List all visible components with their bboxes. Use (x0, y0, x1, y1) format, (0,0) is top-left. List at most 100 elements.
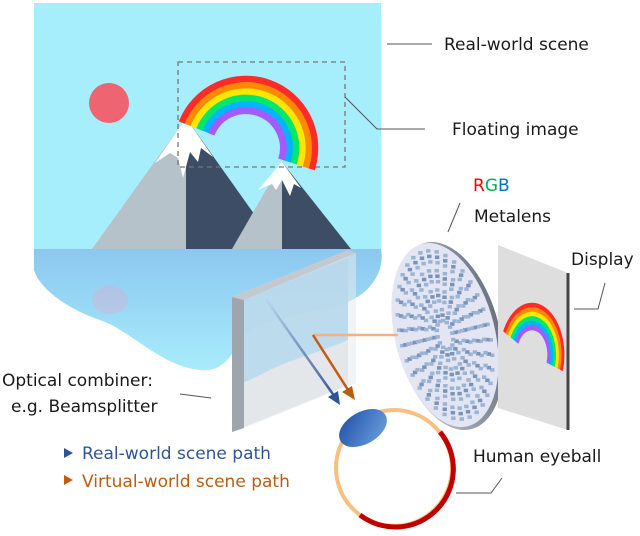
rainbow-display (503, 302, 565, 372)
metalens-pillar (419, 256, 425, 261)
metalens-pillar (398, 300, 404, 305)
metalens-pillar (402, 315, 407, 320)
metalens-pillar (455, 371, 460, 375)
metalens-pillar (456, 350, 461, 355)
metalens-pillar (463, 359, 468, 364)
metalens-pillar (418, 251, 423, 255)
rainbow-band (190, 88, 306, 167)
metalens-pillar (437, 319, 443, 324)
metalens-pillar (472, 405, 477, 410)
metalens-pillar (430, 295, 435, 299)
metalens-pillar (413, 260, 418, 265)
metalens-pillar (436, 299, 442, 303)
metalens-pillar (456, 386, 461, 390)
metalens-pillar (468, 280, 473, 284)
metalens-pillar (460, 269, 465, 273)
metalens-pillar (442, 394, 448, 399)
metalens-pillar (461, 338, 466, 343)
metalens-pillar (475, 363, 480, 368)
metalens-pillar (446, 311, 451, 315)
metalens-pillar (439, 307, 445, 312)
metalens-pillar (424, 327, 429, 332)
metalens-pillar (465, 298, 470, 302)
metalens-pillar (433, 309, 439, 313)
metalens-pillar (482, 389, 487, 394)
metalens-pillar (432, 335, 437, 340)
metalens-pillar (462, 328, 468, 332)
metalens-pillar (430, 371, 435, 376)
rainbow-band (510, 316, 557, 367)
metalens-pillar (402, 302, 407, 307)
metalens-pillar (421, 261, 426, 266)
metalens-pillar (435, 335, 440, 339)
metalens-pillar (415, 367, 420, 372)
metalens-pillar (471, 310, 476, 315)
metalens-pillar (448, 367, 454, 371)
metalens-pillar (435, 383, 440, 388)
metalens-pillar (465, 350, 470, 354)
metalens-pillar (483, 350, 488, 355)
metalens-pillar (469, 370, 475, 375)
label-human-eyeball: Human eyeball (473, 447, 601, 467)
metalens-pillar (443, 365, 448, 370)
metalens-pillar (400, 328, 405, 333)
metalens-pillar (482, 323, 487, 327)
metalens-pillar (479, 353, 484, 358)
metalens-pillar (447, 325, 453, 329)
metalens-pillar (445, 316, 450, 320)
metalens-pillar (406, 342, 411, 346)
metalens-pillar (475, 324, 481, 329)
metalens-pillar (426, 269, 432, 273)
metalens-pillar (400, 273, 405, 277)
metalens-pillar (428, 289, 433, 294)
metalens-pillar (398, 314, 404, 318)
metalens-pillar (443, 253, 448, 258)
rainbow-band (208, 107, 287, 161)
metalens-pillar (467, 415, 472, 419)
metalens-pillar (483, 363, 488, 368)
sun-reflection (92, 286, 128, 314)
metalens-pillar (426, 349, 431, 353)
metalens-pillar (442, 412, 447, 417)
metalens-pillar (428, 274, 433, 279)
metalens-pillar (457, 376, 462, 381)
legend: Real-world scene path Virtual-world scen… (0, 444, 290, 492)
metalens-pillar (465, 393, 471, 398)
metalens-pillar (419, 303, 424, 307)
metalens-pillar (455, 294, 460, 299)
metalens-pillar (415, 265, 420, 270)
metalens-pillar (474, 410, 479, 415)
metalens-pillar (470, 298, 475, 303)
metalens-pillar (465, 409, 471, 414)
leader-metalens (447, 202, 461, 233)
metalens-pillar (458, 273, 464, 277)
metalens-pillar (425, 310, 430, 315)
metalens-pillar (434, 388, 440, 392)
metalens-pillar (397, 328, 402, 332)
rainbow-band (505, 307, 562, 370)
mountain-small-dark (282, 162, 351, 249)
metalens-pillar (442, 277, 448, 281)
metalens-pillar (453, 347, 458, 351)
metalens-pillar (432, 300, 437, 304)
metalens-pillar (475, 338, 480, 343)
metalens-pillar (468, 352, 473, 357)
metalens-pillar (436, 378, 441, 383)
metalens-pillar (434, 255, 440, 260)
metalens-pillar (459, 317, 464, 321)
metalens-pillar (443, 258, 448, 263)
metalens-pillar (429, 315, 434, 320)
metalens-pillar (479, 324, 484, 328)
metalens-pillar (435, 274, 440, 279)
leader-display (574, 282, 606, 310)
sun (89, 83, 129, 123)
metalens-pillar (442, 290, 447, 294)
metalens-pillar (435, 323, 440, 327)
metalens-pillar (445, 358, 451, 363)
metalens-pillar (429, 280, 434, 284)
metalens-pillar (435, 344, 440, 348)
metalens-pillar (450, 322, 455, 326)
metalens-pillar (425, 299, 430, 304)
metalens-pillar (485, 337, 490, 342)
metalens-pillar (429, 336, 434, 341)
